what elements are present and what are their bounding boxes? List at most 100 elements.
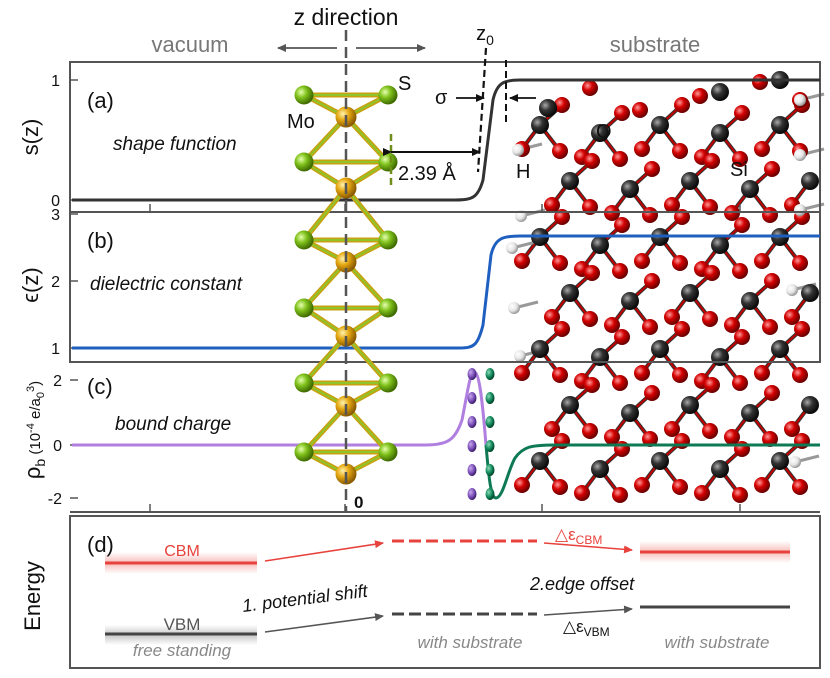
o-atom <box>584 265 600 281</box>
o-atom <box>734 217 750 233</box>
o-atom <box>614 441 630 457</box>
o-atom <box>604 317 620 333</box>
si-atom <box>741 292 759 310</box>
o-atom <box>584 153 600 169</box>
o-atom <box>634 253 650 269</box>
o-atom <box>544 197 560 213</box>
si-atom <box>711 83 729 101</box>
z0-dashed-line <box>476 47 488 173</box>
o-atom <box>644 273 660 289</box>
si-atom <box>711 460 729 478</box>
s-atom <box>378 85 398 105</box>
o-atom <box>704 153 720 169</box>
o-atom <box>552 367 568 383</box>
s-atom <box>378 152 398 172</box>
si-atom <box>711 124 729 142</box>
o-atom <box>664 421 680 437</box>
panel-a-label: (a) <box>87 88 114 113</box>
si-atom <box>681 396 699 414</box>
o-atom <box>614 217 630 233</box>
h-atom <box>508 302 520 314</box>
si-atom <box>621 180 639 198</box>
si-atom <box>561 172 579 190</box>
ylabel-s: s(z) <box>18 119 43 156</box>
bound-charge-label: bound charge <box>115 414 231 435</box>
s-atom <box>294 298 314 318</box>
si-atom <box>711 348 729 366</box>
h-atom <box>794 204 806 216</box>
potential-shift-label: 1. potential shift <box>241 581 370 616</box>
o-atom <box>672 367 688 383</box>
si-atom <box>591 348 609 366</box>
si-atom <box>561 284 579 302</box>
tick-a-0: 0 <box>51 193 60 210</box>
o-atom <box>644 385 660 401</box>
o-atom <box>552 255 568 271</box>
si-atom <box>591 124 609 142</box>
o-atom <box>642 207 658 223</box>
h-atom <box>794 149 806 161</box>
o-atom <box>794 433 810 449</box>
o-atom <box>552 143 568 159</box>
si-atom <box>591 236 609 254</box>
atom-label-h: H <box>516 161 530 183</box>
o-atom <box>634 477 650 493</box>
tick-b-1: 1 <box>51 341 60 358</box>
o-atom <box>612 487 628 503</box>
o-atom <box>792 255 808 271</box>
si-atom <box>801 172 819 190</box>
tick-c-2: 2 <box>53 373 62 390</box>
tick-c-m2: -2 <box>48 491 62 508</box>
o-atom <box>672 255 688 271</box>
free-standing-label: free standing <box>133 641 232 660</box>
o-atom <box>784 309 800 325</box>
si-atom <box>681 284 699 302</box>
s-atom <box>294 85 314 105</box>
o-atom <box>692 88 708 104</box>
o-atom <box>632 102 648 118</box>
tick-a-1: 1 <box>51 73 60 90</box>
panel-frames <box>69 61 821 669</box>
o-atom <box>724 429 740 445</box>
atom-label-si: Si <box>730 159 748 181</box>
bound-charge-green-curve <box>484 443 820 500</box>
si-atom <box>651 452 669 470</box>
shape-function-curve <box>72 78 820 202</box>
arrow-cbm-shift <box>264 540 384 562</box>
si-atom <box>651 116 669 134</box>
o-atom <box>674 321 690 337</box>
o-atom <box>732 263 748 279</box>
si-atom <box>561 396 579 414</box>
ylabel-energy: Energy <box>20 561 45 631</box>
h-atom <box>794 94 806 106</box>
o-atom <box>752 74 768 90</box>
z0-label: z0 <box>476 23 494 48</box>
cbm-label: CBM <box>164 543 200 560</box>
s-atom <box>378 373 398 393</box>
tick-b-3: 3 <box>51 207 60 224</box>
o-atom <box>544 421 560 437</box>
o-atom <box>762 431 778 447</box>
h-atom <box>512 144 524 156</box>
delta-cbm-label: △εCBM <box>555 525 602 547</box>
o-atom <box>554 433 570 449</box>
arrow-vbm-offset <box>543 605 633 616</box>
o-atom <box>724 317 740 333</box>
si-atom <box>621 404 639 422</box>
panel-b-label: (b) <box>87 228 114 253</box>
bound-charge-purple-curve <box>72 370 488 447</box>
o-atom <box>754 365 770 381</box>
o-atom <box>792 479 808 495</box>
si-atom <box>801 396 819 414</box>
o-atom <box>704 377 720 393</box>
o-atom <box>612 375 628 391</box>
delta-vbm-label: △εVBM <box>563 617 610 639</box>
o-atom <box>702 311 718 327</box>
atom-label-s: S <box>398 73 411 95</box>
o-atom <box>584 377 600 393</box>
o-atom <box>582 311 598 327</box>
si-atom <box>651 340 669 358</box>
o-atom <box>754 477 770 493</box>
dielectric-constant-label: dielectric constant <box>90 274 243 295</box>
o-atom <box>514 365 530 381</box>
